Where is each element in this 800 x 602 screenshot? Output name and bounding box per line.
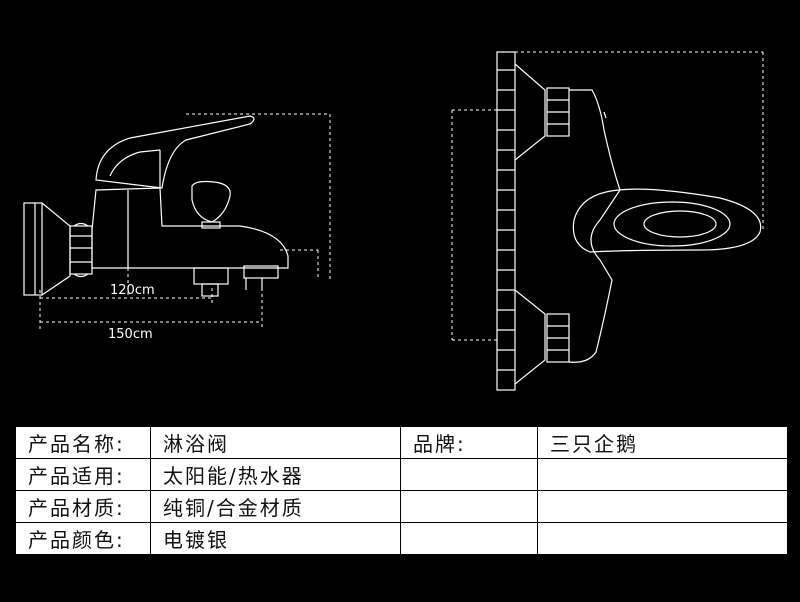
row-label: 产品颜色: bbox=[15, 522, 151, 555]
row-empty-cell bbox=[400, 522, 538, 555]
side-diverter-knob bbox=[191, 180, 231, 223]
faucet-technical-drawing: 120cm 150cm bbox=[23, 51, 764, 391]
row-value-brand: 三只企鹅 bbox=[537, 426, 788, 459]
front-lever-handle bbox=[572, 188, 762, 253]
front-hex-connector-top bbox=[546, 87, 570, 137]
dimension-label-120: 120cm bbox=[110, 283, 155, 298]
row-empty-cell bbox=[400, 458, 538, 491]
side-wall-flange bbox=[23, 202, 43, 296]
row-empty-cell bbox=[537, 490, 788, 523]
side-faucet-body bbox=[91, 187, 289, 269]
row-label: 产品名称: bbox=[15, 426, 151, 459]
row-label-brand: 品牌: bbox=[400, 426, 538, 459]
table-row: 产品名称: 淋浴阀 品牌: 三只企鹅 bbox=[15, 426, 788, 459]
row-empty-cell bbox=[537, 458, 788, 491]
side-dimension-lines bbox=[39, 113, 331, 330]
side-lever-handle bbox=[95, 115, 255, 189]
row-value: 纯铜/合金材质 bbox=[150, 490, 401, 523]
dimension-label-150: 150cm bbox=[108, 327, 153, 342]
row-value: 淋浴阀 bbox=[150, 426, 401, 459]
row-empty-cell bbox=[537, 522, 788, 555]
table-row: 产品颜色: 电镀银 bbox=[15, 522, 788, 555]
row-label: 产品适用: bbox=[15, 458, 151, 491]
row-value: 太阳能/热水器 bbox=[150, 458, 401, 491]
row-empty-cell bbox=[400, 490, 538, 523]
table-row: 产品适用: 太阳能/热水器 bbox=[15, 458, 788, 491]
spec-table: 产品名称: 淋浴阀 品牌: 三只企鹅 产品适用: 太阳能/热水器 产品材质: 纯… bbox=[15, 426, 788, 555]
front-body-outline bbox=[568, 89, 621, 363]
front-hex-connector-bottom bbox=[546, 313, 570, 363]
row-label: 产品材质: bbox=[15, 490, 151, 523]
table-row: 产品材质: 纯铜/合金材质 bbox=[15, 490, 788, 523]
front-view bbox=[451, 51, 764, 391]
front-wall-flange-top bbox=[496, 51, 516, 391]
side-spout bbox=[243, 265, 279, 279]
row-value: 电镀银 bbox=[150, 522, 401, 555]
side-shower-outlet bbox=[193, 267, 229, 285]
side-view bbox=[23, 115, 289, 297]
side-hex-connector bbox=[69, 222, 93, 278]
